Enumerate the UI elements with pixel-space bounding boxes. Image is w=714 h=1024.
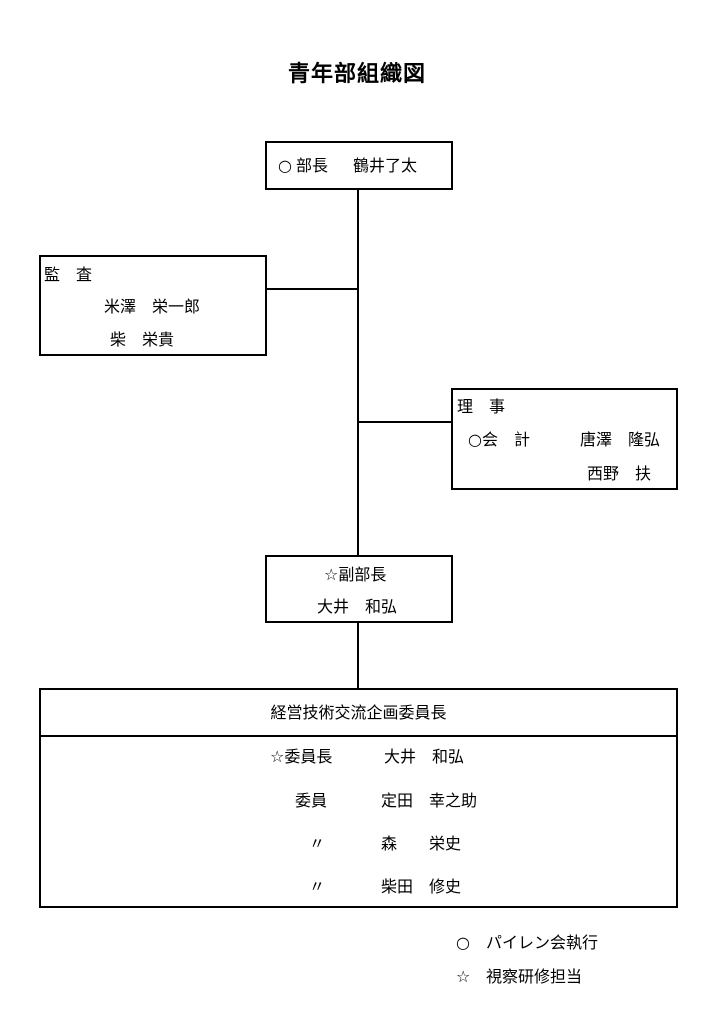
legend-item: ○ パイレン会執行 xyxy=(456,933,598,953)
committee-row-role: ☆委員長 xyxy=(270,747,333,766)
legend-symbol: ☆ xyxy=(456,967,471,986)
vice-head-box: ☆副部長 大井 和弘 xyxy=(265,555,453,623)
committee-title: 経営技術交流企画委員長 xyxy=(270,703,447,722)
accountant-label: ○会 計 xyxy=(468,430,530,449)
director-member: 西野 扶 xyxy=(587,464,652,483)
auditor-connector-line xyxy=(265,288,359,290)
auditor-member: 米澤 栄一郎 xyxy=(104,297,201,316)
committee-row-name: 森 栄史 xyxy=(381,834,462,853)
head-box: ○ 部長 鶴井了太 xyxy=(265,141,453,190)
vice-head-name: 大井 和弘 xyxy=(317,597,398,616)
legend-symbol: ○ xyxy=(456,933,470,952)
page-title: 青年部組織図 xyxy=(287,62,426,87)
directors-box: 理 事 ○会 計 唐澤 隆弘 西野 扶 xyxy=(451,388,678,490)
committee-row-role: 〃 xyxy=(309,834,326,853)
legend-item: ☆ 視察研修担当 xyxy=(456,967,582,987)
committee-row-name: 大井 和弘 xyxy=(384,747,465,766)
auditors-box: 監 査 米澤 栄一郎 柴 栄貴 xyxy=(39,255,267,356)
main-trunk-line xyxy=(357,188,359,556)
committee-row-role: 〃 xyxy=(309,877,326,896)
auditor-member: 柴 栄貴 xyxy=(110,330,175,349)
head-marker: ○ xyxy=(278,156,292,175)
director-member: 唐澤 隆弘 xyxy=(580,430,661,449)
directors-heading: 理 事 xyxy=(457,397,506,416)
committee-row-role: 委員 xyxy=(295,791,328,810)
committee-row-name: 定田 幸之助 xyxy=(381,791,478,810)
head-role: 部長 xyxy=(296,156,329,175)
auditors-heading: 監 査 xyxy=(44,265,93,284)
committee-connector-line xyxy=(357,621,359,689)
legend-text: 視察研修担当 xyxy=(486,967,583,986)
vice-head-role: ☆副部長 xyxy=(324,565,387,584)
committee-row-name: 柴田 修史 xyxy=(381,877,462,896)
legend-text: パイレン会執行 xyxy=(486,933,599,952)
head-name: 鶴井了太 xyxy=(353,156,418,175)
committee-divider xyxy=(41,735,676,737)
committee-box: 経営技術交流企画委員長 ☆委員長 大井 和弘 委員 定田 幸之助 〃 森 栄史 … xyxy=(39,688,678,908)
director-connector-line xyxy=(357,421,453,423)
